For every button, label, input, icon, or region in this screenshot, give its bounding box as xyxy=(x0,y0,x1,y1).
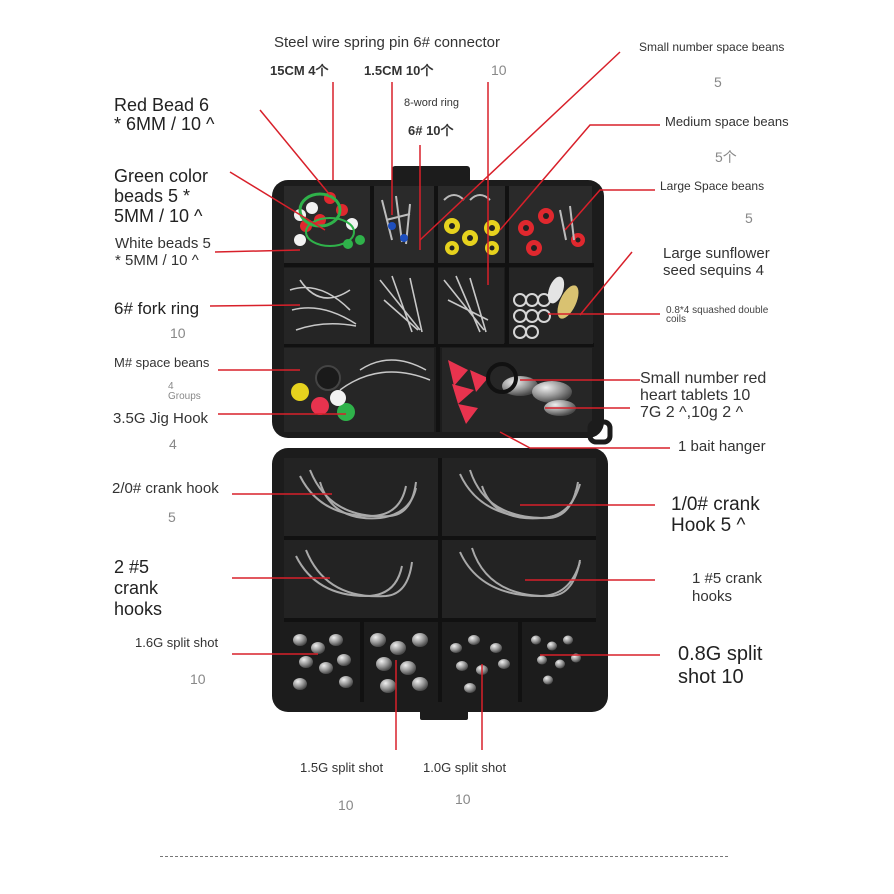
bead-cluster xyxy=(294,192,365,249)
split-1-0-count: 10 xyxy=(455,791,471,807)
crank-1-5-label-line1: 1 #5 crank xyxy=(692,570,763,587)
crank-2-5-label-line1: 2 #5 xyxy=(114,557,150,577)
sunflower-label-line1: Large sunflower xyxy=(663,245,770,262)
m-space-beans-groups: Groups xyxy=(168,391,201,402)
sunflower-label-line2: seed sequins 4 xyxy=(663,262,764,279)
red-bead-label-line2: * 6MM / 10 ^ xyxy=(114,114,215,134)
green-beads-label-line3: 5MM / 10 ^ xyxy=(114,206,203,226)
swivel-cluster xyxy=(381,195,411,245)
split-1-0-label: 1.0G split shot xyxy=(423,760,507,775)
large-space-beans-count: 5 xyxy=(745,210,753,226)
split-0-8-label-line1: 0.8G split xyxy=(678,643,763,665)
crank-1-0-label-line2: Hook 5 ^ xyxy=(671,515,746,536)
small-space-beans-label: Small number space beans xyxy=(639,40,785,54)
split-1-6-count: 10 xyxy=(190,671,206,687)
split-0-8-label-line2: shot 10 xyxy=(678,666,744,688)
fork-ring-label: 6# fork ring xyxy=(114,299,200,318)
red-bead-label-line1: Red Bead 6 xyxy=(114,95,210,115)
red-heart-label-line1: Small number red xyxy=(640,370,767,387)
m-space-beans-label: M# space beans xyxy=(114,355,210,370)
eight-word-ring-label: 8-word ring xyxy=(404,97,460,109)
fork-ring-count: 10 xyxy=(170,325,186,341)
crank-2-5-label-line3: hooks xyxy=(114,599,163,619)
connector-count: 10 xyxy=(491,62,507,78)
wire-15cm-label: 15CM 4个 xyxy=(270,63,329,78)
split-1-6-label: 1.6G split shot xyxy=(135,635,219,650)
split-shot-cluster xyxy=(293,633,581,693)
jig-hook-label: 3.5G Jig Hook xyxy=(113,410,209,427)
crank-2-0-label: 2/0# crank hook xyxy=(112,480,219,497)
steel-wire-connector-label: Steel wire spring pin 6# connector xyxy=(274,34,500,51)
large-space-beans-label: Large Space beans xyxy=(660,179,765,193)
leader-lines xyxy=(209,51,670,750)
jig-hook-cluster xyxy=(291,359,431,421)
crank-2-5-label-line2: crank xyxy=(114,578,159,598)
crank-1-0-label-line1: 1/0# crank xyxy=(671,494,760,515)
bottom-divider xyxy=(160,856,728,857)
split-1-5-count: 10 xyxy=(338,797,354,813)
white-beads-label-line2: * 5MM / 10 ^ xyxy=(115,252,199,269)
green-beads-label-line2: beads 5 * xyxy=(114,186,191,206)
squashed-coils-label-line2: coils xyxy=(666,314,687,325)
snap-cluster xyxy=(289,275,489,333)
medium-space-beans-count: 5个 xyxy=(715,149,737,165)
green-beads-label-line1: Green color xyxy=(114,166,209,186)
red-heart-label-line3: 7G 2 ^,10g 2 ^ xyxy=(640,404,744,421)
bait-hanger-label: 1 bait hanger xyxy=(678,438,766,455)
red-heart-label-line2: heart tablets 10 xyxy=(640,387,751,404)
m-space-beans-count: 4 xyxy=(168,381,174,392)
jig-hook-count: 4 xyxy=(169,436,177,452)
medium-space-beans-label: Medium space beans xyxy=(665,114,789,129)
split-1-5-label: 1.5G split shot xyxy=(300,760,384,775)
wire-1-5cm-label: 1.5CM 10个 xyxy=(364,63,434,78)
red-space-bean-cluster xyxy=(518,205,585,256)
squashed-coils-label-line1: 0.8*4 squashed double xyxy=(666,305,769,316)
crank-hook-cluster xyxy=(295,469,581,598)
crank-1-5-label-line2: hooks xyxy=(692,588,733,605)
white-beads-label-line1: White beads 5 xyxy=(115,235,211,252)
small-space-beans-count: 5 xyxy=(714,74,722,90)
crank-2-0-count: 5 xyxy=(168,509,176,525)
six-ring-label: 6# 10个 xyxy=(408,123,454,138)
rings-and-sequins xyxy=(513,276,579,339)
